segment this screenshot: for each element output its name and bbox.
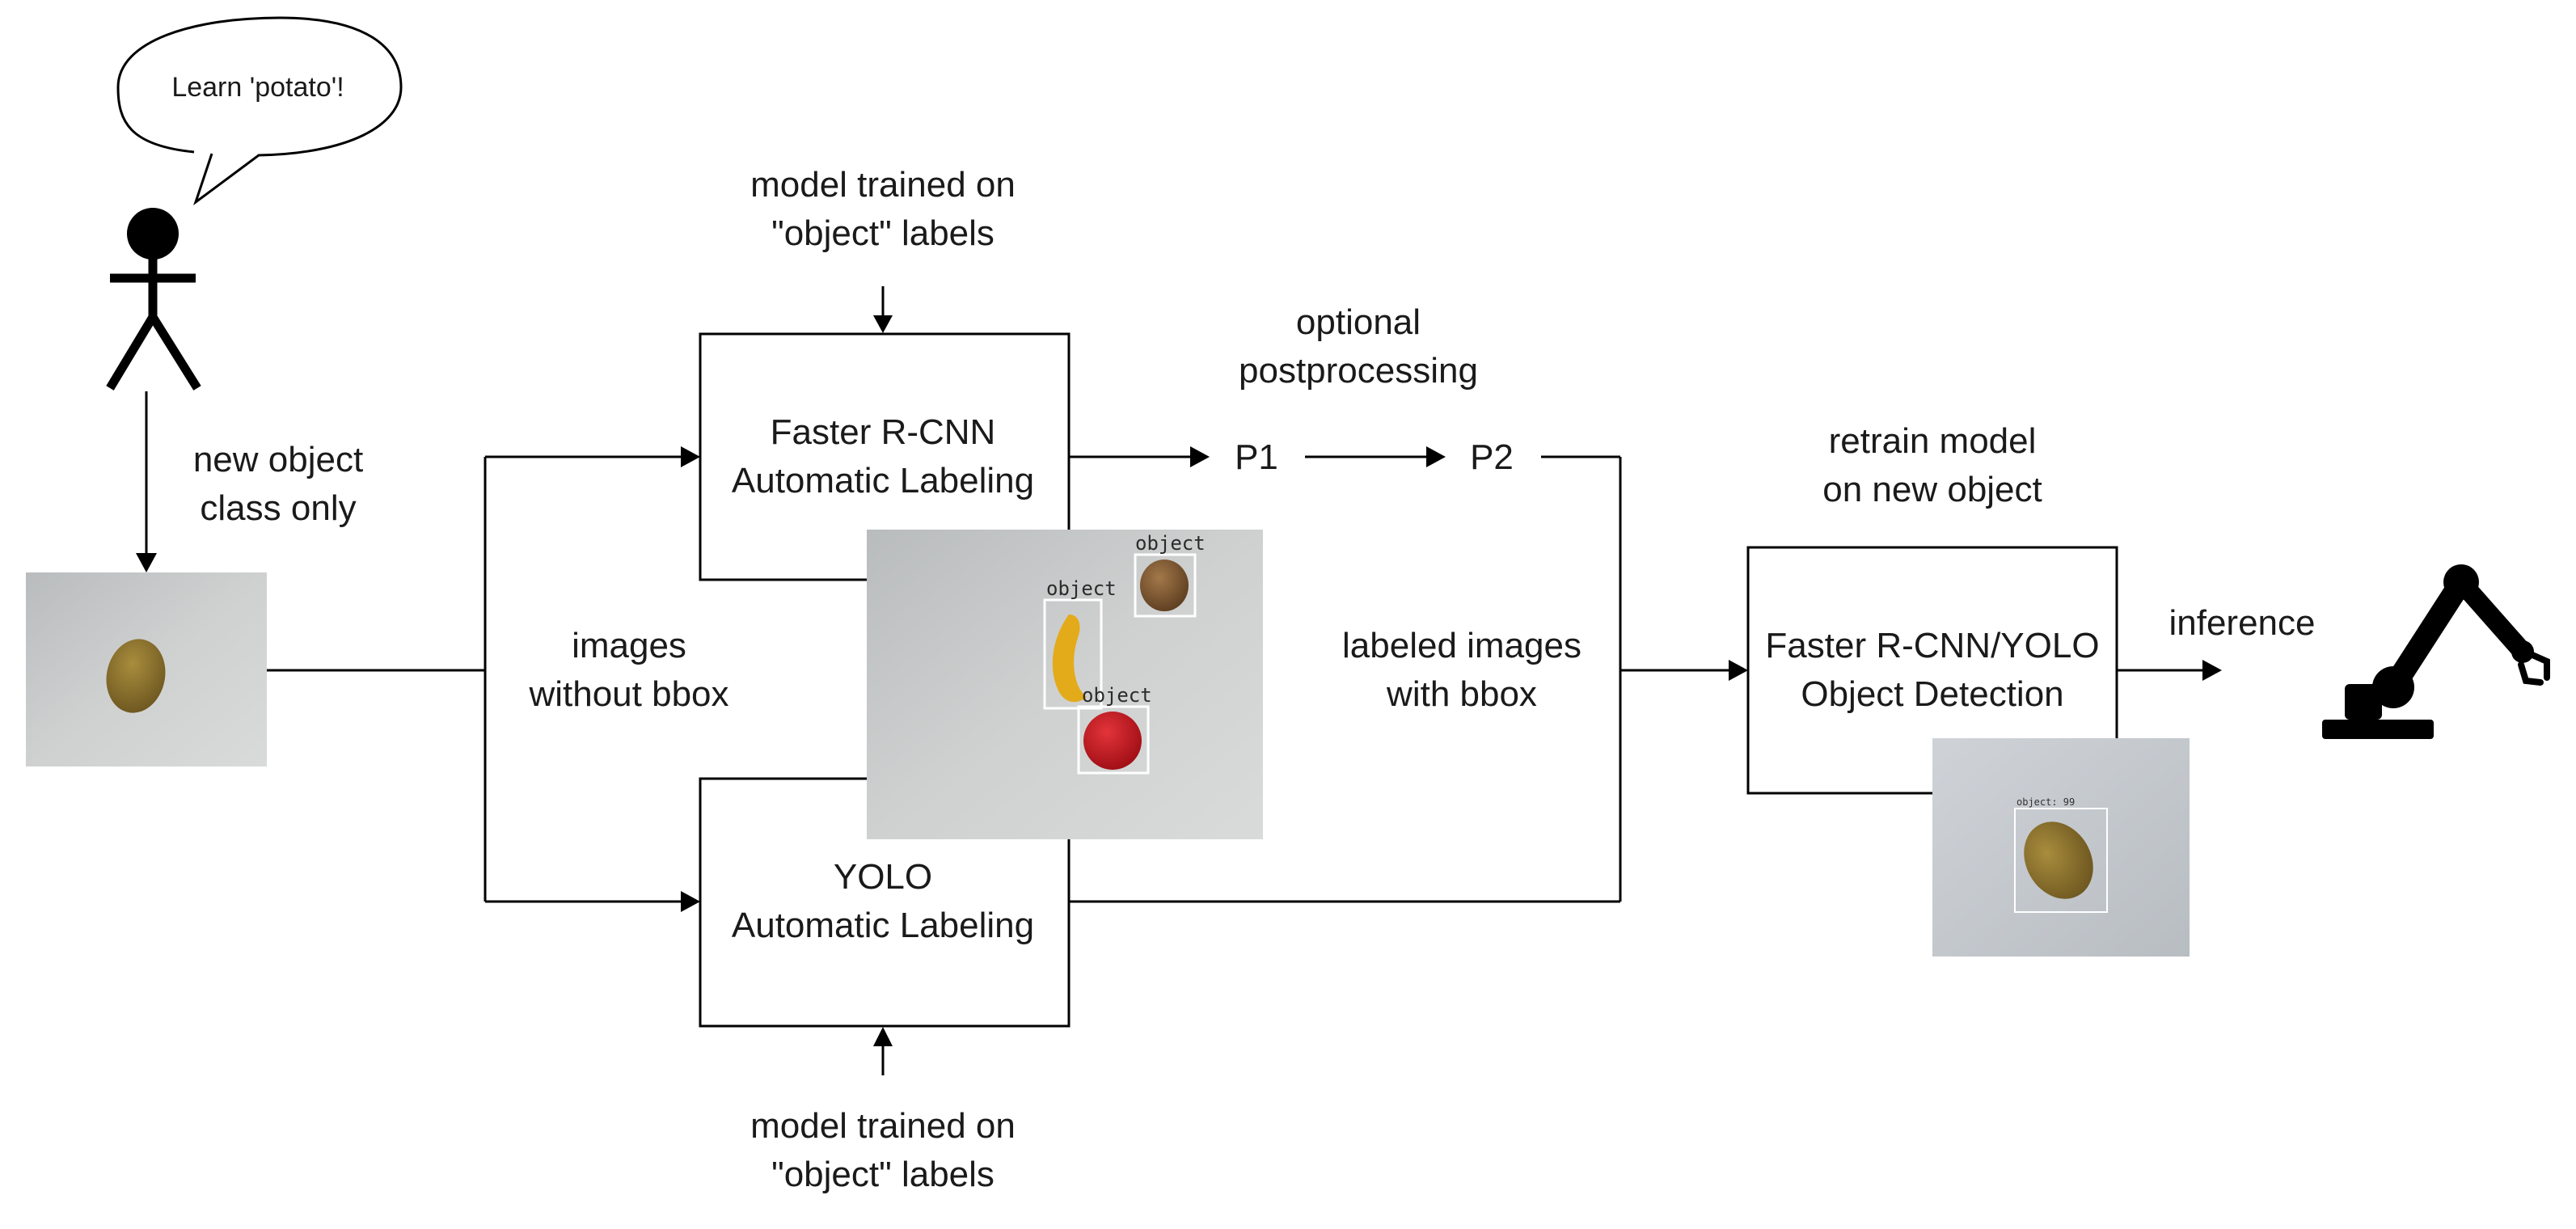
- detection-subtitle: Object Detection: [1801, 674, 2063, 714]
- speech-bubble: Learn 'potato'!: [116, 16, 403, 206]
- new-object-label-line1: new object: [193, 440, 363, 479]
- images-without-bbox-line2: without bbox: [528, 674, 728, 714]
- split-connector: [267, 446, 700, 912]
- images-without-bbox-line1: images: [572, 626, 686, 665]
- speech-bubble-text: Learn 'potato'!: [171, 72, 344, 103]
- faster-rcnn-labeling-title: Faster R-CNN: [771, 412, 996, 452]
- merge-connector: [1069, 455, 1748, 903]
- tag-potato: object: 99: [2016, 796, 2075, 808]
- model-trained-top-line2: "object" labels: [771, 213, 995, 253]
- apple-object: [1083, 712, 1142, 770]
- inference-label: inference: [2168, 603, 2315, 643]
- bbox-apple: [1077, 705, 1150, 775]
- tag-banana: object: [1046, 577, 1117, 600]
- model-trained-bottom-line2: "object" labels: [771, 1155, 995, 1194]
- banana-object: [1052, 614, 1087, 703]
- bbox-nut: [1134, 553, 1197, 618]
- node-p1: P1: [1235, 437, 1278, 477]
- labeled-example-image: object object object: [867, 530, 1263, 839]
- retrain-model-line1: retrain model: [1829, 421, 2037, 461]
- yolo-labeling-subtitle: Automatic Labeling: [732, 906, 1034, 945]
- model-trained-top-line1: model trained on: [750, 165, 1016, 205]
- node-p2: P2: [1470, 437, 1514, 477]
- labeled-images-line1: labeled images: [1342, 626, 1581, 665]
- tag-nut: object: [1135, 532, 1206, 555]
- nut-object: [1140, 560, 1189, 611]
- tag-apple: object: [1082, 684, 1152, 707]
- bbox-potato: [2014, 808, 2108, 913]
- optional-postprocessing-line1: optional: [1296, 302, 1421, 342]
- faster-rcnn-labeling-subtitle: Automatic Labeling: [732, 461, 1034, 500]
- labeled-images-line2: with bbox: [1386, 674, 1537, 714]
- model-trained-bottom-line1: model trained on: [750, 1106, 1016, 1146]
- new-object-label-line2: class only: [200, 488, 356, 528]
- user-icon: [106, 208, 201, 391]
- yolo-labeling-title: YOLO: [834, 857, 932, 897]
- detection-result-image: object: 99: [1932, 738, 2190, 957]
- optional-postprocessing-line2: postprocessing: [1239, 351, 1478, 391]
- robot-arm-icon: [2322, 564, 2550, 739]
- input-potato-image: [26, 572, 267, 767]
- detection-title: Faster R-CNN/YOLO: [1765, 626, 2099, 665]
- retrain-model-line2: on new object: [1822, 470, 2042, 509]
- bbox-banana: [1043, 598, 1103, 710]
